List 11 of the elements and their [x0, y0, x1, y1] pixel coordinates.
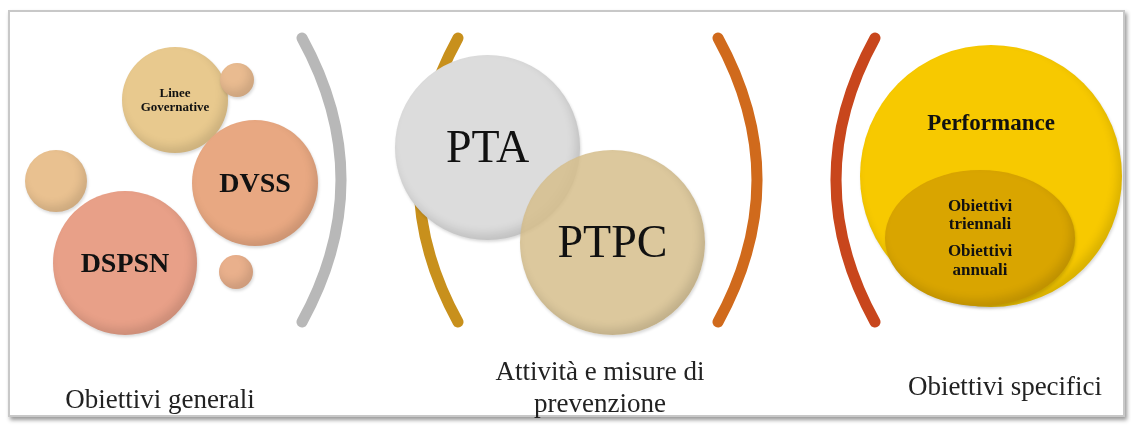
- node-label: Performance: [927, 110, 1055, 136]
- caption-text: Obiettivi specifici: [906, 370, 1104, 403]
- node-label: PTPC: [557, 217, 668, 268]
- node-label: DVSS: [219, 167, 291, 199]
- node-label: Linee Governative: [139, 85, 211, 115]
- node-label: PTA: [445, 122, 530, 173]
- node-label: Obiettivi triennali: [946, 196, 1014, 234]
- caption-text: Attività e misure di prevenzione: [494, 355, 706, 420]
- node-label: Obiettivi annuali: [946, 242, 1014, 280]
- node-label: DSPSN: [80, 247, 170, 279]
- caption-text: Obiettivi generali: [64, 383, 256, 416]
